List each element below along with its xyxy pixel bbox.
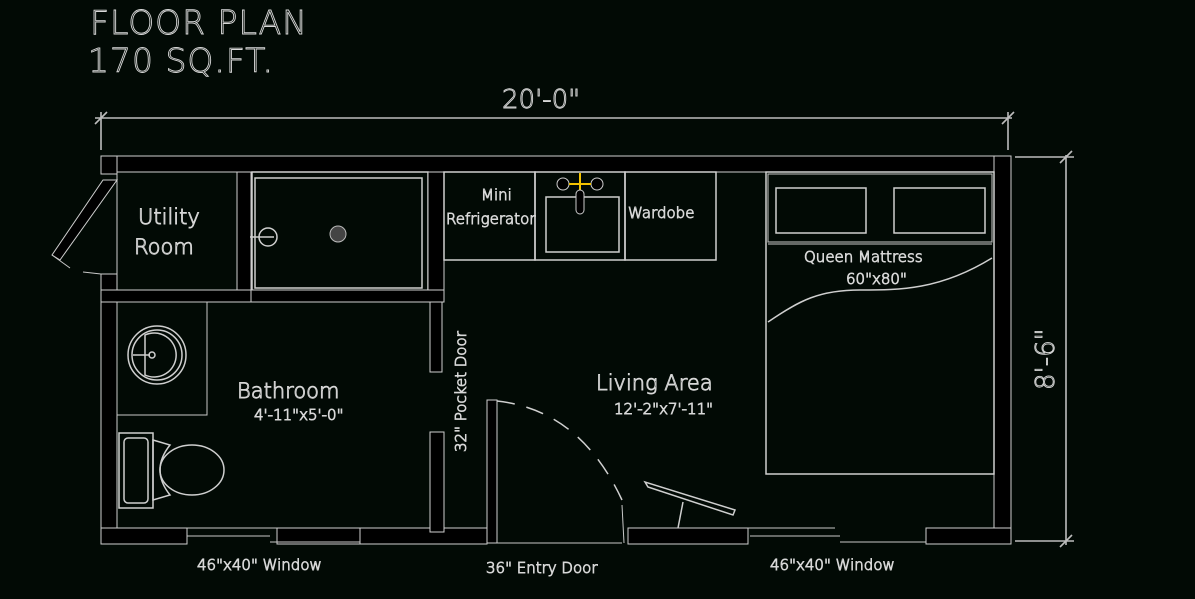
plan-title: FLOOR PLAN — [90, 3, 308, 42]
bathroom-label: Bathroom — [237, 379, 340, 403]
depth-dimension-label: 8'-6" — [1031, 328, 1061, 390]
living-area-size: 12'-2"x7'-11" — [614, 400, 713, 418]
shower-drain-icon — [329, 225, 347, 243]
living-area-label: Living Area — [596, 371, 713, 395]
plan-area: 170 SQ.FT. — [88, 41, 274, 80]
utility-room-label-line2: Room — [134, 235, 194, 259]
exterior-walls — [100, 155, 1012, 545]
width-dimension: 20'-0" — [94, 85, 1015, 150]
window-right-label: 46"x40" Window — [770, 556, 895, 574]
faucet-icon — [556, 173, 604, 215]
pillow-left — [775, 187, 867, 234]
wardrobe-label: Wardobe — [628, 204, 694, 222]
sink-icon — [127, 325, 187, 385]
window-left-label: 46"x40" Window — [197, 556, 322, 574]
window-right — [748, 527, 926, 543]
bathroom-size: 4'-11"x5'-0" — [254, 406, 343, 424]
mattress-size: 60"x80" — [846, 270, 907, 288]
mattress-label: Queen Mattress — [804, 248, 923, 266]
shower — [250, 171, 429, 299]
queen-bed: Queen Mattress 60"x80" — [765, 171, 995, 475]
counter-row: Mini Refrigerator Wardobe — [443, 171, 717, 261]
wardrobe — [624, 171, 717, 261]
utility-room-label-line1: Utility — [138, 205, 200, 229]
toilet-icon — [118, 432, 225, 509]
fridge-label-line2: Refrigerator — [446, 210, 536, 228]
depth-dimension: 8'-6" — [1015, 150, 1074, 548]
blanket-edge — [767, 257, 993, 323]
entry-door-label: 36" Entry Door — [486, 559, 598, 577]
utility-room: Utility Room — [51, 171, 252, 303]
living-area: Living Area 12'-2"x7'-11" — [596, 371, 714, 419]
lounge-chair-icon — [643, 480, 736, 529]
entry-door — [486, 399, 625, 544]
pocket-door-label: 32" Pocket Door — [452, 330, 470, 452]
fridge-label-line1: Mini — [481, 186, 512, 204]
pillow-right — [893, 187, 986, 234]
width-dimension-label: 20'-0" — [502, 85, 580, 115]
partition-wall: 32" Pocket Door — [250, 171, 470, 533]
window-left — [187, 527, 360, 543]
bathroom: Bathroom 4'-11"x5'-0" — [116, 301, 344, 509]
